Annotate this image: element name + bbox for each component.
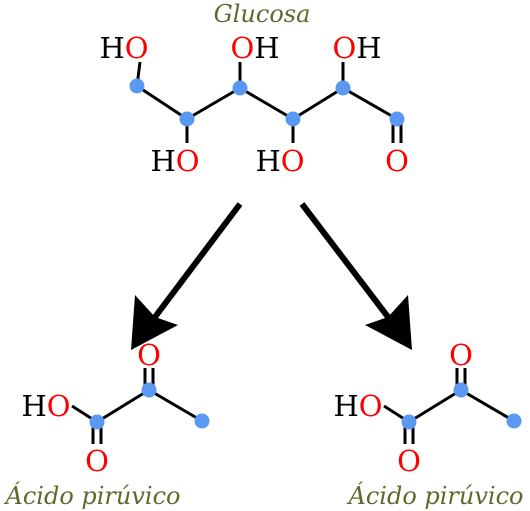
carbon-atom — [194, 413, 210, 429]
product-caption: Ácido pirúvico — [347, 481, 524, 510]
hydroxyl-label: HO — [99, 31, 148, 65]
bond-c-c — [96, 388, 150, 424]
hydroxyl-label: HO — [255, 144, 304, 178]
carbon-atom — [141, 382, 157, 398]
hydroxyl-label: HO — [150, 144, 199, 178]
bond-c4-c5 — [292, 86, 344, 121]
hydroxyl-label: OH — [230, 31, 279, 65]
carbon-atom — [285, 111, 301, 127]
pyruvic-acid-left: HO O O Ácido pirúvico — [4, 338, 210, 510]
hydroxyl-label: HO — [21, 389, 70, 423]
glucose-bonds — [135, 61, 403, 143]
carbon-atom — [389, 111, 405, 127]
carbon-atom — [506, 413, 522, 429]
acid-oxygen-label: O — [85, 444, 109, 478]
glucose-caption: Glucosa — [214, 0, 311, 28]
carbon-atom — [179, 111, 195, 127]
pyruvic-acid-right: HO O O Ácido pirúvico — [333, 338, 523, 510]
glucose-carbons — [129, 78, 405, 127]
bond-c-c — [408, 388, 462, 424]
bond-c-ch3 — [148, 388, 203, 423]
reaction-arrow-right — [299, 202, 412, 350]
hydroxyl-label: HO — [333, 389, 382, 423]
acid-oxygen-label: O — [397, 444, 421, 478]
carbon-atom — [89, 414, 105, 430]
carbon-atom — [232, 80, 248, 96]
carbon-atom — [129, 78, 145, 94]
arrowhead — [365, 295, 412, 350]
ketone-oxygen-label: O — [449, 338, 473, 372]
product-caption: Ácido pirúvico — [4, 481, 181, 510]
hydroxyl-label: OH — [332, 31, 381, 65]
bond-c-ch3 — [460, 388, 515, 423]
carbon-atom — [401, 414, 417, 430]
arrowhead — [131, 295, 178, 350]
ketone-oxygen-label: O — [137, 338, 161, 372]
bond-c5-c6 — [342, 86, 398, 121]
reaction-arrow-left — [131, 202, 243, 350]
aldehyde-oxygen-label: O — [385, 144, 409, 178]
carbon-atom — [453, 382, 469, 398]
bond-c1-c2 — [136, 84, 188, 121]
bond-c2-c3 — [186, 86, 241, 121]
carbon-atom — [335, 80, 351, 96]
bond-c3-c4 — [239, 86, 294, 121]
